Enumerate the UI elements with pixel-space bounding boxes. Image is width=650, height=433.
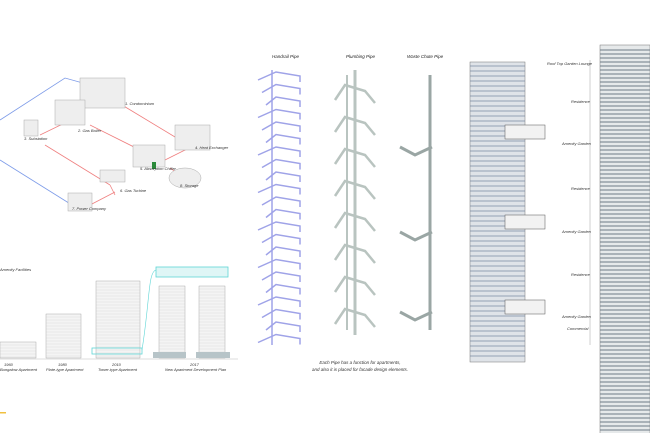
chiller-green-panel [152,162,156,169]
timeline-name-3: Tower-type Apartment [98,367,137,372]
timeline-name-4: New Apartment Development Plan [165,367,227,372]
plumbing-branch [333,179,376,200]
substation-model [23,119,39,137]
level-roof-garden: Roof Top Garden Lounge [547,61,592,66]
handrail-pipe-segment [261,308,301,320]
red-pipe-line [109,184,116,196]
timeline-name-1: Bungalow Apartment [0,367,37,372]
corner-mark [0,412,6,414]
amenity-garden-deck [504,214,546,230]
timeline-year-3: 2010 [112,362,121,367]
amenity-garden-deck [504,299,546,315]
handrail-pipe-segment [265,208,301,220]
plumbing-branch [333,83,376,104]
highlight-sky-amenity [155,266,229,278]
handrail-pipe-segment [261,196,301,207]
chiller-model [132,144,166,168]
label-substation: 3. Substation [24,136,48,141]
label-gas-boiler: 2. Gas Boiler [78,128,102,133]
level-commercial: Commercial [567,326,589,331]
label-absorption-chiller: 5. Absorption Chiller [140,166,176,171]
handrail-pipe-segment [265,246,301,257]
gas-turbine-model [99,169,126,183]
label-gas-turbine: 6. Gas Turbine [120,188,147,193]
handrail-pipe-segment [257,108,301,120]
handrail-pipe-segment [257,146,301,157]
condominium-model [79,77,126,109]
title-handrail-pipe: Handrail Pipe [272,54,300,59]
title-plumbing-pipe: Plumbing Pipe [346,54,376,59]
timeline-year-1: 1960 [4,362,13,367]
timeline-name-2: Plate-type Apartment [46,367,84,372]
level-residence-3: Residence [571,272,590,277]
tower-axonometric [469,61,526,363]
handrail-pipe-segment [265,171,301,182]
level-residence-1: Residence [571,99,590,104]
handrail-pipe-segment [261,121,301,132]
plumbing-branch [333,115,376,136]
pipes-caption: Each Pipe has a function for apartments,… [290,359,430,373]
caption-line-2: and also it is placed for facade design … [311,367,409,372]
waste-chute-branch [399,145,433,157]
level-amenity-1: Amenity Garden [562,141,591,146]
handrail-pipe-segment [257,258,301,270]
plumbing-branch [333,243,376,264]
timeline-year-2: 1980 [58,362,67,367]
handrail-pipe-segment [261,158,301,170]
waste-chute-branch [399,230,433,242]
podium-right [196,352,230,358]
red-pipe-line [89,191,116,206]
handrail-pipe-segment [265,133,301,145]
gas-boiler-model [54,99,86,126]
handrail-pipe-segment [261,83,301,95]
bungalow-apartment [0,341,37,359]
plumbing-branch [333,147,376,168]
handrail-pipe-segment [257,71,301,82]
handrail-pipe-segment [265,283,301,295]
level-amenity-2: Amenity Garden [562,229,591,234]
handrail-pipe-segment [265,321,301,332]
power-company-model [67,192,93,212]
heat-exchanger-model [174,124,211,151]
title-waste-chute-pipe: Waste Chute Pipe [407,54,444,59]
plumbing-branch [333,307,376,328]
storage-tank-model [168,167,202,189]
handrail-pipe-segment [261,233,301,245]
blue-pipe-line [0,159,81,211]
label-power-company: 7. Power Company [72,206,107,211]
level-residence-2: Residence [571,186,590,191]
label-storage: 8. Storage [180,183,199,188]
handrail-pipe-segment [257,333,301,345]
plate-apartment [45,313,82,359]
caption-line-1: Each Pipe has a function for apartments, [319,360,401,365]
timeline-year-4: 2017 [190,362,199,367]
plumbing-branch [333,275,376,296]
amenity-garden-deck [504,124,546,140]
tower-elevation [599,44,650,433]
red-pipe-line [44,144,111,186]
label-heat-exchanger: 4. Heat Exchanger [195,145,229,150]
podium-left [153,352,186,358]
waste-chute-branch [399,310,433,322]
timeline-heading: Amenity Facilities [0,267,32,272]
highlight-amenity-base [91,347,143,355]
red-pipe-line [121,104,181,141]
tower-apartment [95,280,141,359]
handrail-pipe-segment [257,221,301,232]
handrail-pipe-segment [257,296,301,307]
highlight-connector [141,269,157,351]
level-amenity-3: Amenity Garden [562,314,591,319]
label-condominium: 1. Condominium [125,101,155,106]
handrail-pipe-segment [265,96,301,107]
plumbing-branch [333,211,376,232]
handrail-pipe-segment [257,183,301,195]
handrail-pipe-segment [261,271,301,282]
